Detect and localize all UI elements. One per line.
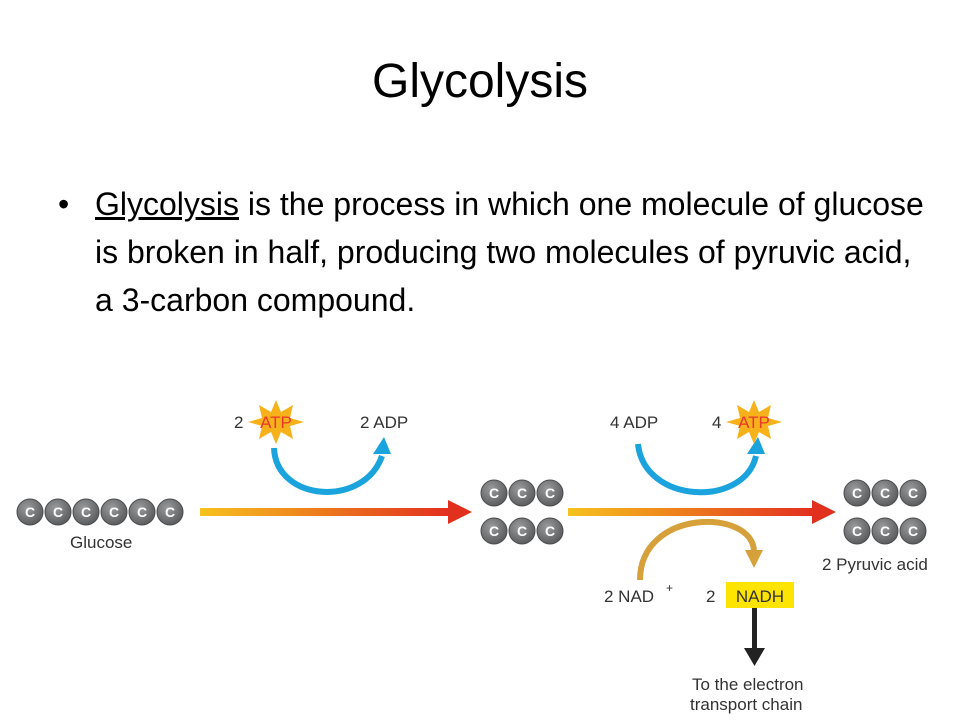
nad-to-nadh-arrow <box>637 518 763 581</box>
carbon-atom <box>480 479 508 507</box>
carbon-atom-label: C <box>517 485 527 501</box>
carbon-atom <box>156 498 184 526</box>
carbon-atom-label: C <box>545 485 555 501</box>
nad-superscript: + <box>666 581 673 595</box>
bullet-definition: is the process in which one molecule of … <box>95 186 924 318</box>
carbon-atom <box>899 517 927 545</box>
carbon-atom-label: C <box>137 504 147 520</box>
carbon-atom-label: C <box>908 523 918 539</box>
main-arrow-glucose-to-intermediate <box>200 500 472 524</box>
etc-label-line2: transport chain <box>690 695 802 714</box>
carbon-atom-label: C <box>25 504 35 520</box>
nadh-count: 2 <box>706 587 715 606</box>
carbon-atom-label: C <box>81 504 91 520</box>
carbon-atom-label: C <box>852 523 862 539</box>
carbon-atom-label: C <box>517 523 527 539</box>
glycolysis-diagram: C C C C C C C C C C C C C C C C C C 2 ATP 2 ADP 4 ADP… <box>16 400 928 714</box>
carbon-atom-label: C <box>908 485 918 501</box>
nadh-to-etc-arrow <box>744 608 765 666</box>
bullet-point: • Glycolysis is the process in which one… <box>58 180 938 324</box>
carbon-atom <box>508 517 536 545</box>
bullet-term: Glycolysis <box>95 186 240 222</box>
carbon-atom <box>16 498 44 526</box>
carbon-atom-label: C <box>545 523 555 539</box>
carbon-atom <box>843 517 871 545</box>
carbon-atom <box>72 498 100 526</box>
slide-title: Glycolysis <box>371 55 589 108</box>
carbon-atom-label: C <box>165 504 175 520</box>
carbon-atom <box>128 498 156 526</box>
bullet-dot: • <box>58 186 70 222</box>
atp-out-count: 4 <box>712 413 721 432</box>
atp-star-left <box>248 400 304 444</box>
carbon-atom <box>899 479 927 507</box>
atp-to-adp-arrow <box>271 437 391 495</box>
pyruvic-acid-label: 2 Pyruvic acid <box>822 555 928 574</box>
carbon-atom-label: C <box>109 504 119 520</box>
carbon-atom <box>843 479 871 507</box>
adp-in-label: 4 ADP <box>610 413 658 432</box>
carbon-atom-label: C <box>489 485 499 501</box>
atp-out-label: ATP <box>738 413 770 432</box>
adp-to-atp-arrow <box>635 437 765 496</box>
carbon-atom <box>536 479 564 507</box>
nadh-label: NADH <box>736 587 784 606</box>
carbon-atom <box>508 479 536 507</box>
carbon-atom <box>536 517 564 545</box>
carbon-atom <box>100 498 128 526</box>
atp-star-right <box>726 400 782 444</box>
carbon-atom-label: C <box>880 485 890 501</box>
glucose-label: Glucose <box>70 533 132 552</box>
main-arrow-intermediate-to-pyruvic <box>568 500 836 524</box>
nadh-box <box>726 582 794 608</box>
carbon-atom <box>871 517 899 545</box>
carbon-atom-label: C <box>880 523 890 539</box>
nad-label: 2 NAD <box>604 587 654 606</box>
atp-in-label: ATP <box>260 413 292 432</box>
atp-in-count: 2 <box>234 413 243 432</box>
bullet-text: Glycolysis is the process in which one m… <box>95 180 938 324</box>
carbon-atom <box>44 498 72 526</box>
carbon-atom <box>480 517 508 545</box>
carbon-atom-label: C <box>53 504 63 520</box>
carbon-atom <box>871 479 899 507</box>
carbon-atom-label: C <box>852 485 862 501</box>
adp-out-label: 2 ADP <box>360 413 408 432</box>
etc-label-line1: To the electron <box>692 675 804 694</box>
carbon-atom-label: C <box>489 523 499 539</box>
